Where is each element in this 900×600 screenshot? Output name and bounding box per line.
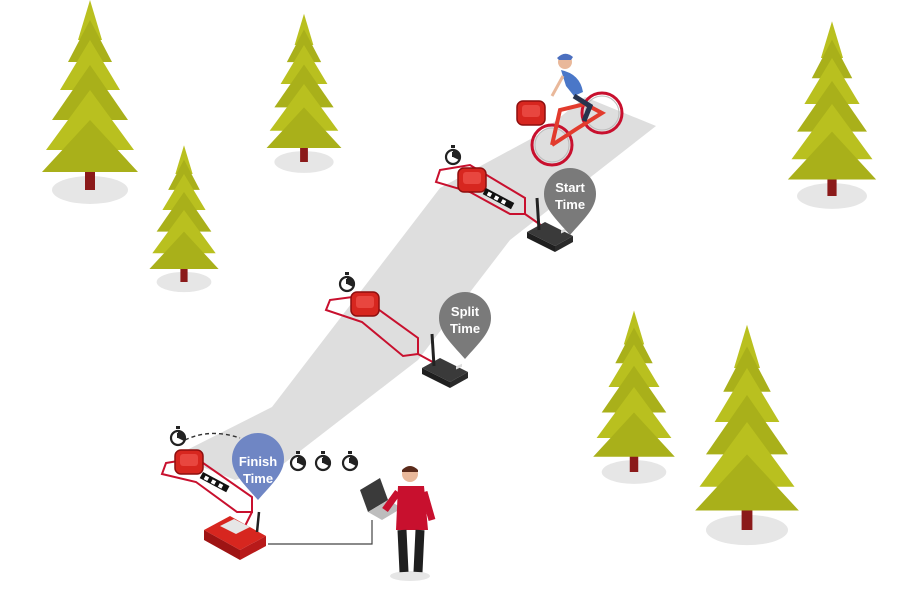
checkered-line <box>482 188 515 210</box>
pine-tree-icon <box>266 13 342 173</box>
stopwatch-icon <box>169 424 187 447</box>
cyclist-icon <box>516 53 624 167</box>
timing-mat-icon <box>457 167 487 193</box>
dashed-link <box>184 432 241 441</box>
loop-wire <box>160 456 253 527</box>
stopwatch-icon <box>314 449 332 472</box>
data-cable <box>268 520 373 545</box>
stopwatch-icon <box>341 449 359 472</box>
split-marker-line1: Split <box>451 304 480 319</box>
pine-tree-icon <box>695 324 799 546</box>
finish-marker-line1: Finish <box>239 454 277 469</box>
finish-station: Finish Time <box>160 424 359 560</box>
stopwatch-icon <box>444 143 462 166</box>
split-marker-line2: Time <box>450 321 480 336</box>
timer-device-icon <box>204 511 266 560</box>
race-track <box>175 97 656 480</box>
start-marker-line2: Time <box>555 197 585 212</box>
timing-mat-icon <box>350 291 380 317</box>
pine-tree-icon <box>787 21 877 209</box>
start-station: Start Time <box>434 143 596 254</box>
split-station: Split Time <box>324 270 491 390</box>
start-time-marker: Start Time <box>544 168 596 235</box>
finish-marker-line2: Time <box>243 471 273 486</box>
pine-tree-icon <box>42 0 138 204</box>
operator-icon <box>360 466 436 581</box>
laptop-icon <box>360 478 402 520</box>
finish-time-marker: Finish Time <box>232 433 284 500</box>
pine-tree-icon <box>149 145 219 293</box>
stopwatch-icon <box>338 270 356 293</box>
split-time-marker: Split Time <box>439 292 491 359</box>
checkered-line <box>199 472 230 493</box>
pine-tree-icon <box>593 310 675 484</box>
start-marker-line1: Start <box>555 180 585 195</box>
timing-mat-icon <box>174 449 204 475</box>
